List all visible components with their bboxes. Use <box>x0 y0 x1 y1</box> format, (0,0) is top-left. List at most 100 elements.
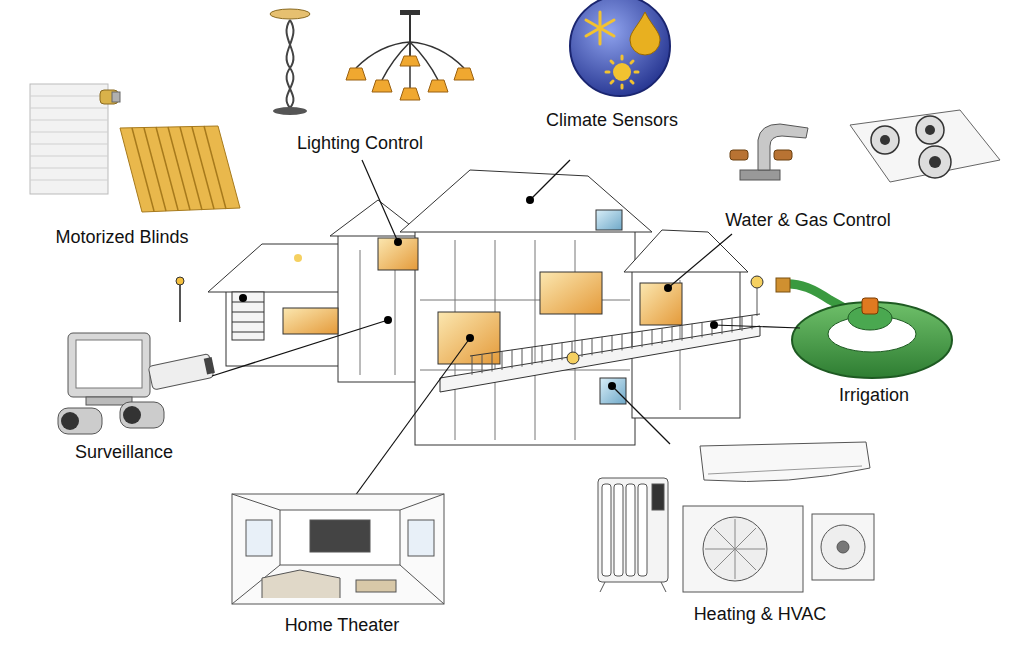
deck-picket <box>662 328 663 344</box>
leader-lines-part <box>352 338 470 500</box>
house-illustration-part <box>232 302 264 332</box>
faucet-stove-illustration-part <box>730 150 748 160</box>
deck-picket <box>722 320 723 335</box>
climate-sensor-icon-part-part <box>586 20 614 36</box>
callout-dots-part <box>608 382 616 390</box>
house-illustration-part <box>540 272 602 314</box>
blinds-illustration-part-part <box>30 180 108 181</box>
house-illustration-part <box>283 308 338 334</box>
house-illustration-part <box>338 232 418 382</box>
faucet-stove-illustration-part-part <box>880 135 890 145</box>
deck-picket <box>532 347 533 365</box>
climate-sensor-icon-part <box>570 0 670 96</box>
deck-picket <box>612 335 613 352</box>
lamp-illustration-part <box>287 20 294 108</box>
blinds-illustration-part <box>120 126 240 212</box>
feature-label: Motorized Blinds <box>53 227 190 249</box>
lamp-illustration-part <box>400 10 420 15</box>
deck-picket <box>542 346 543 364</box>
feature-label: Heating & HVAC <box>692 604 829 626</box>
callout-dots <box>239 196 718 390</box>
climate-sensor-icon-part <box>613 63 631 81</box>
hvac-illustration-part-part <box>602 484 611 576</box>
deck-picket <box>742 317 743 331</box>
sprinkler-illustration-part <box>776 278 790 292</box>
hvac-illustration-part-part <box>614 484 623 576</box>
blinds-illustration-part <box>132 126 226 211</box>
faucet-stove-illustration-part <box>740 170 780 180</box>
camera-illustration <box>58 333 216 434</box>
lamp-illustration-part-part <box>400 56 420 66</box>
blinds-illustration-part-part <box>30 168 108 169</box>
home-theater-illustration-part <box>262 570 340 598</box>
lamp-illustration-part-part <box>372 80 392 92</box>
climate-sensor-icon-part-part <box>621 85 624 88</box>
blinds-illustration-part-part <box>168 127 190 210</box>
climate-sensor-icon-part-part <box>586 20 614 36</box>
faucet-stove-illustration-part-part <box>929 156 941 168</box>
hvac-illustration-part <box>700 442 870 482</box>
deck-picket <box>692 324 693 339</box>
lamp-illustration-part-part <box>400 88 420 100</box>
home-theater-illustration-part <box>400 494 444 510</box>
faucet-stove-illustration-part-part <box>925 125 935 135</box>
hvac-illustration-part <box>837 541 849 553</box>
leader-lines-part <box>362 160 398 242</box>
home-theater-illustration-part <box>280 510 400 565</box>
feature-label: Lighting Control <box>295 133 425 155</box>
house-illustration-part <box>596 210 622 230</box>
climate-sensor-icon-part <box>630 12 660 55</box>
deck-picket <box>472 356 473 375</box>
house-illustration-part-part <box>360 250 361 375</box>
house-illustration-part-part <box>575 240 576 440</box>
home-theater-illustration-part <box>246 520 272 556</box>
climate-sensor-icon-part-part <box>611 81 613 83</box>
deck-picket <box>522 348 523 366</box>
feature-label: Climate Sensors <box>544 110 680 132</box>
lamp-illustration-part <box>287 20 294 108</box>
climate-sensor-icon <box>570 0 670 96</box>
lamp-illustration-part <box>346 56 474 100</box>
deck-picket <box>562 343 563 360</box>
climate-sensor-icon-part-part <box>606 71 609 74</box>
lamp-illustration-part <box>270 9 310 19</box>
house-illustration-part <box>208 244 352 292</box>
callout-dots-part <box>710 321 718 329</box>
leader-lines-part <box>530 160 570 200</box>
hvac-illustration-part <box>652 484 664 510</box>
climate-sensor-icon-part-part <box>621 56 624 59</box>
blinds-illustration-part-part <box>144 128 166 211</box>
camera-illustration-part <box>61 412 79 430</box>
camera-illustration-part <box>148 353 216 390</box>
deck-picket <box>512 350 513 368</box>
house-illustration-part <box>294 254 302 262</box>
lamp-illustration-part <box>273 107 307 115</box>
faucet-stove-illustration-part <box>774 150 792 160</box>
house-illustration-part <box>600 378 626 404</box>
hvac-illustration-part <box>812 514 874 580</box>
camera-illustration-part <box>123 406 141 424</box>
blinds-illustration-part-part <box>204 126 226 209</box>
camera-illustration-part-part <box>204 357 215 374</box>
callout-dots-part <box>466 334 474 342</box>
hvac-illustration-part <box>821 525 865 569</box>
house-illustration-part <box>757 286 758 316</box>
callout-dots-part <box>384 316 392 324</box>
leader-lines-part <box>714 325 800 328</box>
house-illustration-part <box>176 277 184 285</box>
lamp-illustration-part-part <box>409 42 411 56</box>
deck-picket <box>652 330 653 346</box>
house-illustration-part <box>179 284 181 322</box>
deck-picket <box>702 322 703 337</box>
feature-label: Home Theater <box>283 615 402 637</box>
house-illustration-part <box>470 314 760 356</box>
lamp-illustration-part-part <box>428 80 448 92</box>
blinds-illustration-part <box>112 92 120 102</box>
house-illustration-part-part <box>535 240 536 440</box>
blinds-illustration-part-part <box>30 156 108 157</box>
leader-lines-part <box>612 386 670 444</box>
hvac-illustration-part <box>661 582 666 592</box>
deck-picket <box>492 353 493 372</box>
blinds-illustration-part-part <box>132 128 154 211</box>
